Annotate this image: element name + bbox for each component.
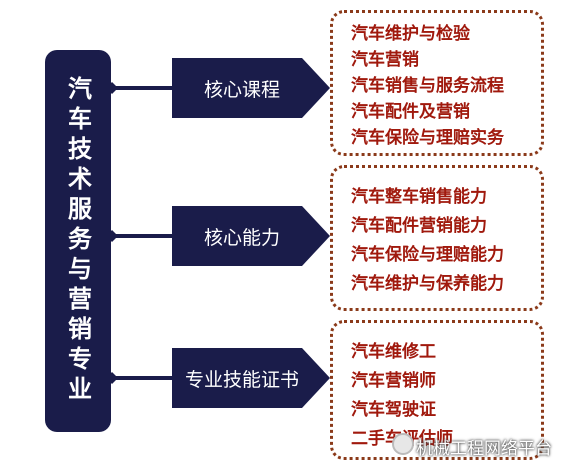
category-label-abilities: 核心能力 — [203, 226, 280, 249]
category-label-courses: 核心课程 — [203, 78, 280, 101]
connector-diamond-2 — [106, 230, 118, 242]
list-item: 汽车维护与检验 — [351, 24, 470, 44]
items-box-certificates: 汽车维修工 汽车营销师 汽车驾驶证 二手车评估师 — [330, 320, 544, 460]
list-item: 汽车营销 — [351, 50, 419, 70]
list-item: 汽车销售与服务流程 — [351, 76, 504, 96]
list-item: 汽车驾驶证 — [351, 400, 436, 420]
connector-diamond-3 — [106, 372, 118, 384]
list-item: 汽车保险与理赔能力 — [351, 245, 504, 265]
category-label-certificates: 专业技能证书 — [184, 368, 299, 391]
list-item: 汽车维修工 — [351, 342, 436, 362]
watermark-logo-icon — [392, 433, 414, 455]
connector-diamond-1 — [106, 82, 118, 94]
category-arrow-2 — [172, 206, 330, 266]
items-box-abilities: 汽车整车销售能力 汽车配件营销能力 汽车保险与理赔能力 汽车维护与保养能力 — [330, 165, 544, 311]
list-item: 汽车配件及营销 — [351, 102, 470, 122]
list-item: 汽车营销师 — [351, 371, 436, 391]
list-item: 汽车配件营销能力 — [351, 216, 487, 236]
items-box-courses: 汽车维护与检验 汽车营销 汽车销售与服务流程 汽车配件及营销 汽车保险与理赔实务 — [330, 10, 544, 156]
watermark-text: 机械工程网络平台 — [416, 439, 552, 459]
list-item: 汽车保险与理赔实务 — [351, 128, 504, 148]
list-item: 汽车整车销售能力 — [351, 187, 487, 207]
title-text: 汽车技术服务与营销专业 — [63, 76, 93, 406]
list-item: 汽车维护与保养能力 — [351, 274, 504, 294]
category-arrow-3 — [172, 348, 330, 408]
category-arrow-1 — [172, 58, 330, 118]
title-box: 汽车技术服务与营销专业 — [45, 50, 111, 432]
